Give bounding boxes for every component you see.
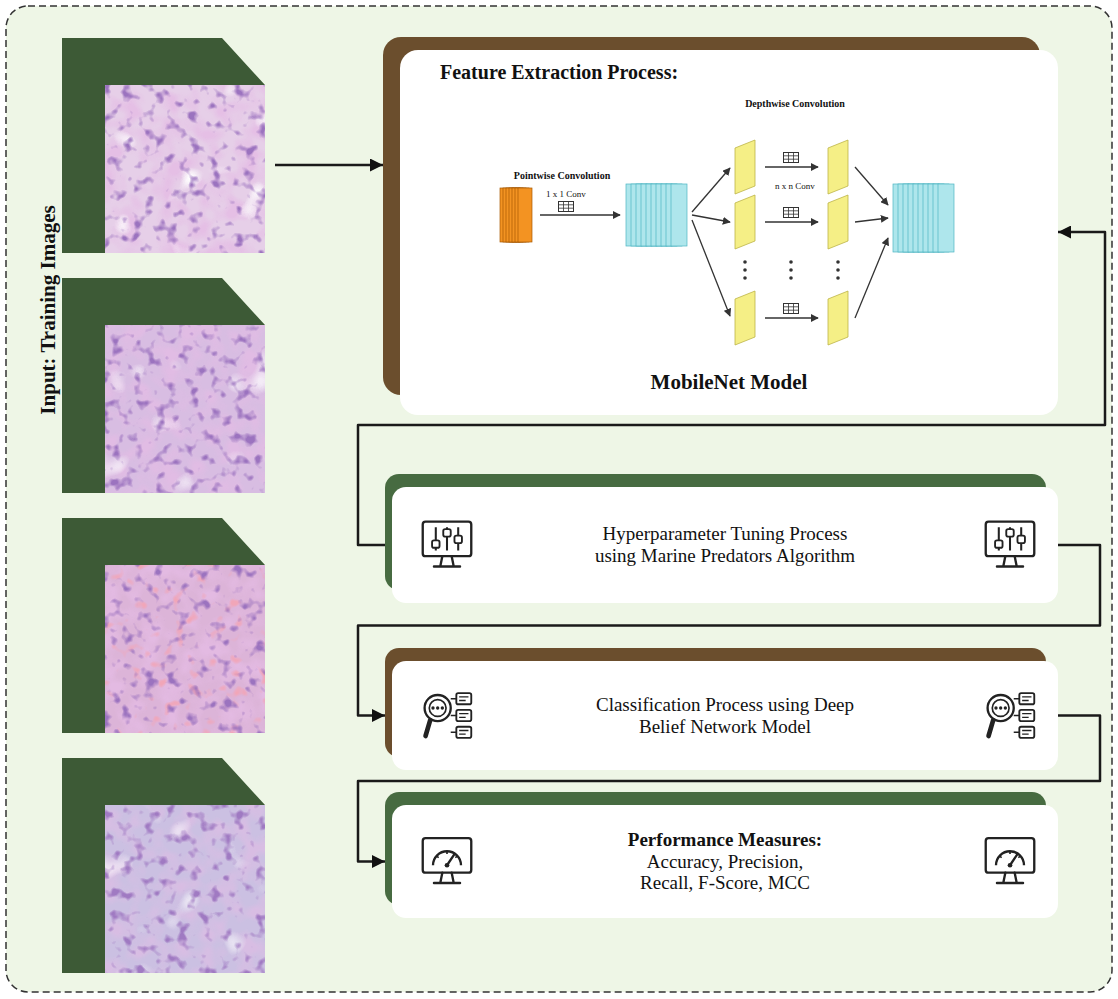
panel-face [392, 487, 1058, 603]
panel-face [392, 661, 1058, 770]
process-panel: Performance Measures:Accuracy, Precision… [385, 792, 1058, 918]
kernel-icon [559, 202, 574, 212]
kernel-icon [784, 208, 799, 218]
output-feature-maps [893, 184, 954, 252]
mobilenet-illustration [383, 37, 1058, 415]
text-area: Classification Process using Deep Belief… [480, 661, 970, 770]
panel-face [392, 805, 1058, 918]
layer-name: Pointwise Convolution [514, 170, 610, 182]
process-panel: Hyperparameter Tuning Process using Mari… [385, 474, 1058, 603]
label-anchor: Input: Training Images [48, 310, 257, 334]
training-image [62, 758, 265, 973]
panel-heading: Performance Measures: [628, 829, 822, 851]
panel-face [400, 50, 1058, 415]
kernel-size: n x n Conv [775, 181, 815, 191]
input-feature-maps [500, 188, 532, 242]
panel-icon [986, 522, 1035, 567]
training-image [62, 278, 265, 493]
input-column: Input: Training Images [20, 30, 275, 980]
panel-icon [423, 838, 472, 883]
panel-icon [988, 693, 1035, 738]
feature-panel: Feature Extraction Process: MobileNet Mod… [383, 37, 1058, 415]
flow-arrow [275, 164, 383, 167]
panel-icon [986, 838, 1035, 883]
label-slot: 1 x 1 Conv [546, 189, 586, 199]
merge-arrows [855, 167, 888, 318]
split-arrows [692, 168, 730, 316]
label-slot: Pointwise Convolution [514, 170, 610, 182]
ellipsis-dots [743, 260, 840, 280]
depthwise-maps [735, 140, 848, 345]
text-area: Performance Measures:Accuracy, Precision… [480, 805, 970, 918]
panel-icon [423, 522, 472, 567]
process-panel: Classification Process using Deep Belief… [385, 648, 1058, 770]
panel-title: Feature Extraction Process: [440, 61, 678, 84]
text-slot: MobileNet Model [400, 370, 1058, 394]
metric-list: Accuracy, Precision, Recall, F-Score, MC… [620, 851, 830, 895]
layer-name: Depthwise Convolution [745, 98, 845, 110]
kernel-icon [784, 153, 799, 163]
training-image [62, 38, 265, 253]
column-title: Input: Training Images [36, 205, 60, 414]
label-slot: n x n Conv [775, 181, 815, 191]
kernel-icon [784, 304, 799, 314]
training-image [62, 518, 265, 733]
model-name: MobileNet Model [400, 370, 1058, 394]
conv-arrows [765, 167, 818, 318]
kernel-size: 1 x 1 Conv [546, 189, 586, 199]
process-text: Hyperparameter Tuning Process using Mari… [585, 523, 865, 567]
text-slot: Feature Extraction Process: [440, 61, 678, 84]
panel-shape [383, 37, 1058, 415]
pointwise-output-maps [626, 184, 687, 246]
text-area: Hyperparameter Tuning Process using Mari… [480, 487, 970, 603]
conv-arrow [540, 214, 620, 215]
outer-frame [6, 6, 1112, 992]
label-slot: Depthwise Convolution [745, 98, 845, 110]
process-text: Classification Process using Deep Belief… [585, 694, 865, 738]
panel-icon [425, 693, 472, 738]
